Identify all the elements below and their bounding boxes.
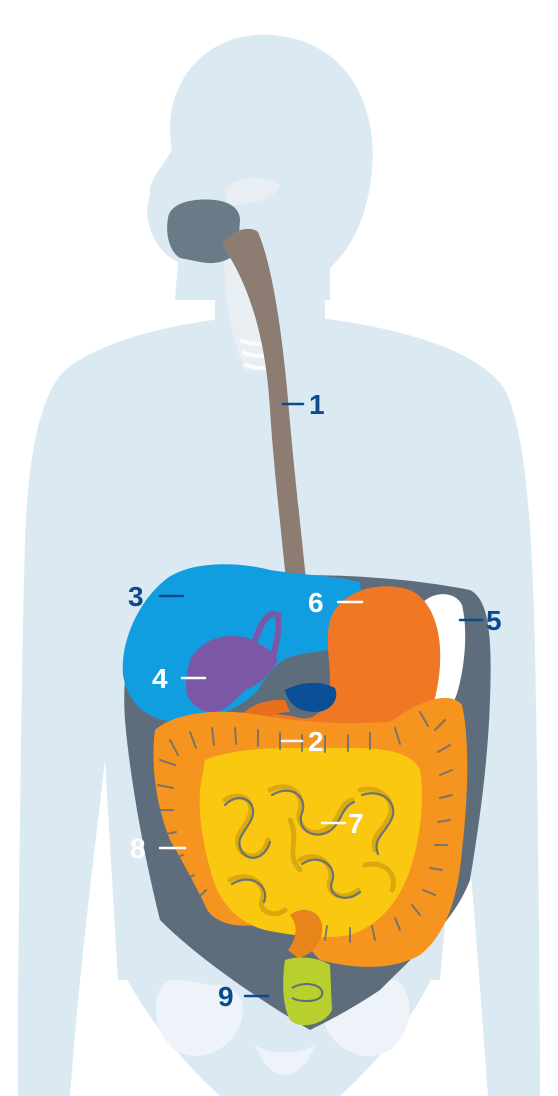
- rectum: [283, 958, 332, 1026]
- label-esophagus: 1: [309, 389, 325, 420]
- small-intestine: [200, 748, 422, 937]
- label-stomach: 6: [308, 587, 324, 618]
- label-rectum: 9: [218, 981, 234, 1012]
- label-gallbladder: 4: [152, 663, 168, 694]
- label-pancreas: 2: [308, 726, 324, 757]
- label-large-intestine: 8: [130, 833, 146, 864]
- label-liver: 3: [128, 581, 144, 612]
- label-small-intestine: 7: [348, 808, 364, 839]
- label-spleen: 5: [486, 605, 502, 636]
